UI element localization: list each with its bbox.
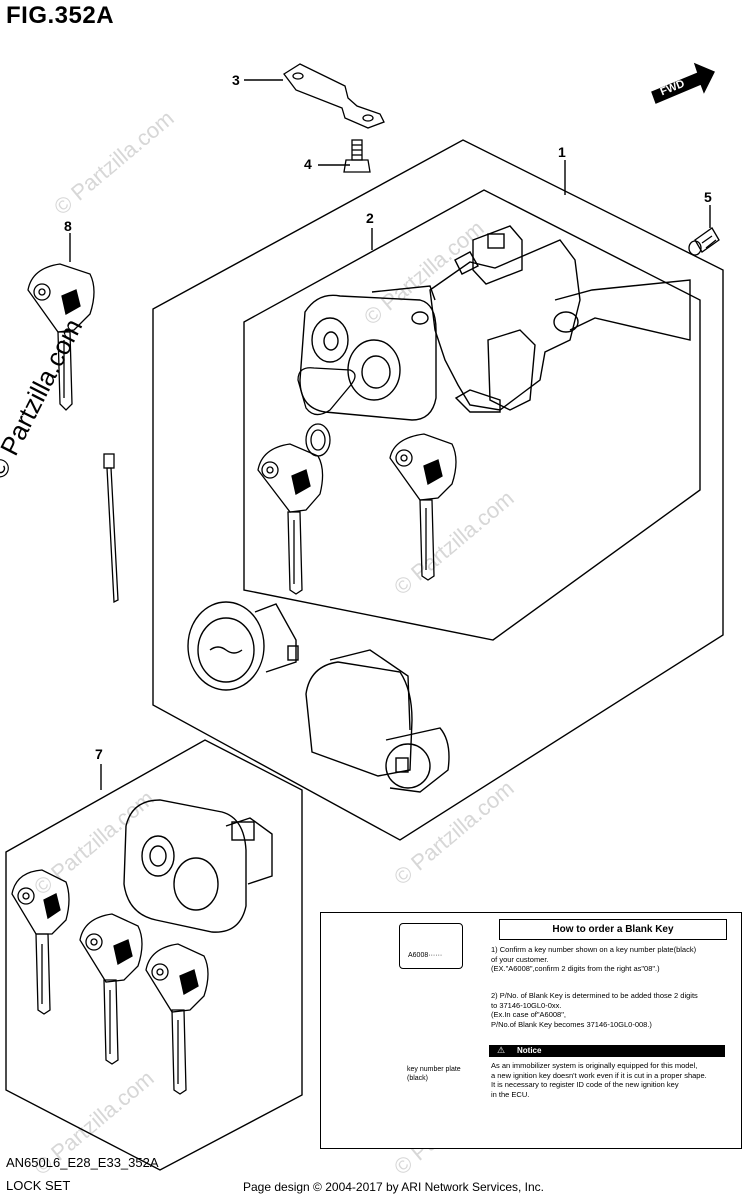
key-icon <box>145 943 209 1095</box>
callout-3: 3 <box>232 72 240 88</box>
key-icon <box>257 443 324 595</box>
bracket-part-3 <box>283 63 385 129</box>
ignition-switch-part-2 <box>299 225 691 421</box>
callout-4: 4 <box>304 156 312 172</box>
notice-label: Notice <box>517 1046 542 1055</box>
lockset-frame-7 <box>5 739 303 1171</box>
key-icon <box>11 869 70 1015</box>
blank-key-info-box: How to order a Blank Key A6008······ 1) … <box>320 912 742 1149</box>
figure-name: LOCK SET <box>6 1178 71 1193</box>
figure-code: AN650L6_E28_E33_352A <box>6 1155 159 1170</box>
key-icon <box>389 433 457 581</box>
cable-tie-icon <box>103 453 119 604</box>
lock-body-part-7 <box>123 799 273 933</box>
plate-number: A6008······ <box>408 952 443 959</box>
callout-5: 5 <box>704 189 712 205</box>
callout-1: 1 <box>558 144 566 160</box>
notice-text: As an immobilizer system is originally e… <box>491 1061 707 1099</box>
callout-2: 2 <box>366 210 374 226</box>
bolt-part-4 <box>343 139 371 173</box>
step-1-text: 1) Confirm a key number shown on a key n… <box>491 945 697 973</box>
seat-lock-round <box>187 601 299 691</box>
plate-caption: key number plate (black) <box>407 1066 461 1082</box>
notice-banner: ⚠ Notice <box>489 1045 725 1057</box>
step-2-text: 2) P/No. of Blank Key is determined to b… <box>491 991 698 1029</box>
key-icon <box>79 913 143 1065</box>
callout-8: 8 <box>64 218 72 234</box>
info-box-title: How to order a Blank Key <box>499 919 727 940</box>
callout-7: 7 <box>95 746 103 762</box>
lockset-frame-1 <box>152 139 724 841</box>
key-number-plate: A6008······ <box>399 923 463 969</box>
screw-part-5 <box>688 227 720 256</box>
warning-icon: ⚠ <box>497 1045 506 1055</box>
page-credit: Page design © 2004-2017 by ARI Network S… <box>243 1180 545 1194</box>
figure-title: FIG.352A <box>6 2 115 29</box>
ignition-frame-2 <box>243 189 701 641</box>
key-ring-icon <box>297 367 356 457</box>
key-part-8 <box>27 263 95 411</box>
compartment-lock <box>305 649 450 793</box>
fwd-arrow-icon <box>651 62 715 104</box>
